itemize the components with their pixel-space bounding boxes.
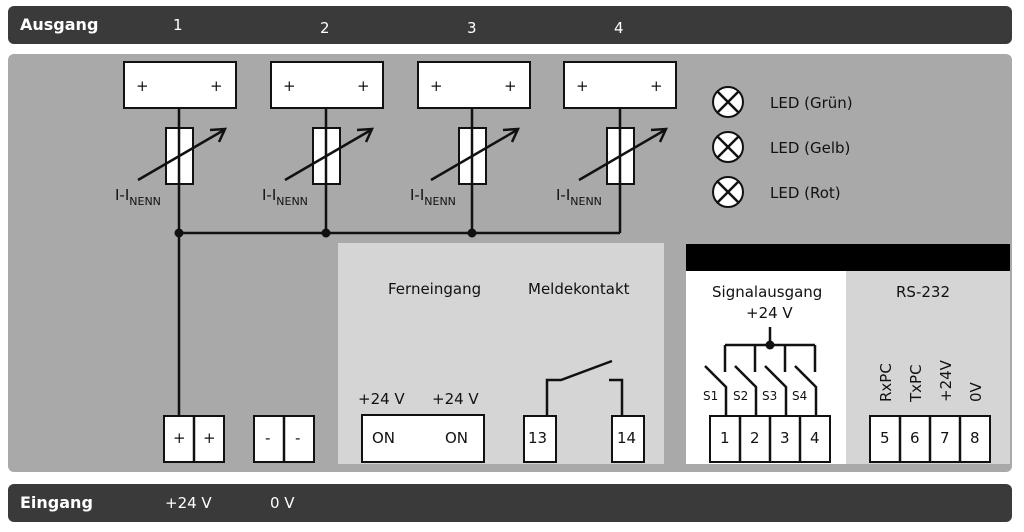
channel-label-2: 2 bbox=[320, 19, 330, 37]
switch-label-s4: S4 bbox=[792, 389, 807, 403]
svg-text:-: - bbox=[295, 429, 300, 447]
adjust-arrow-icon bbox=[578, 128, 666, 182]
svg-text:2: 2 bbox=[750, 429, 760, 447]
current-label: I-INENN bbox=[410, 186, 456, 208]
signal-switches-icon bbox=[704, 327, 818, 416]
svg-text:LED (Grün): LED (Grün) bbox=[770, 94, 853, 112]
switch-label-s3: S3 bbox=[762, 389, 777, 403]
junction-dot bbox=[174, 228, 184, 238]
output-channel-2: + + I-INENN bbox=[262, 61, 384, 233]
remote-on-terminal bbox=[361, 414, 485, 463]
current-label: I-INENN bbox=[262, 186, 308, 208]
svg-text:1: 1 bbox=[720, 429, 730, 447]
svg-text:4: 4 bbox=[810, 429, 820, 447]
svg-text:7: 7 bbox=[940, 429, 950, 447]
output-terminal bbox=[417, 61, 531, 109]
terminal-14 bbox=[611, 415, 645, 463]
adjust-arrow-icon bbox=[430, 128, 518, 182]
channel-label-1: 1 bbox=[173, 16, 183, 34]
output-terminal bbox=[123, 61, 237, 109]
svg-text:3: 3 bbox=[780, 429, 790, 447]
signal-terminals: 1 2 3 4 bbox=[709, 415, 831, 463]
switch-label-s2: S2 bbox=[733, 389, 748, 403]
svg-text:LED (Rot): LED (Rot) bbox=[770, 184, 841, 202]
svg-text:+24V: +24V bbox=[937, 359, 955, 402]
plus-label: + bbox=[650, 77, 663, 95]
current-label: I-INENN bbox=[115, 186, 161, 208]
adjust-arrow-icon bbox=[284, 128, 372, 182]
led-green: LED (Grün) bbox=[712, 86, 853, 118]
led-yellow: LED (Gelb) bbox=[712, 131, 850, 163]
rs232-title: RS-232 bbox=[896, 283, 950, 301]
remote-voltage-1: +24 V bbox=[358, 390, 405, 408]
plus-label: + bbox=[576, 77, 589, 95]
input-minus-terminals: - - bbox=[253, 415, 315, 463]
terminal-13 bbox=[523, 415, 557, 463]
channel-label-3: 3 bbox=[467, 19, 477, 37]
terminal-14-label: 14 bbox=[617, 429, 636, 447]
input-ground-label: 0 V bbox=[270, 494, 295, 512]
input-plus-terminals: + + bbox=[163, 415, 225, 463]
input-voltage-label: +24 V bbox=[165, 494, 212, 512]
svg-text:8: 8 bbox=[970, 429, 980, 447]
svg-text:LED (Gelb): LED (Gelb) bbox=[770, 139, 850, 157]
svg-text:TxPC: TxPC bbox=[907, 364, 925, 403]
output-terminal bbox=[563, 61, 677, 109]
led-red: LED (Rot) bbox=[712, 176, 841, 208]
svg-text:+: + bbox=[173, 429, 186, 447]
black-header-strip bbox=[686, 244, 1010, 271]
output-channel-1: + + I-INENN bbox=[115, 61, 237, 233]
plus-label: + bbox=[504, 77, 517, 95]
output-header-bar bbox=[8, 6, 1012, 44]
on-label-2: ON bbox=[445, 429, 468, 447]
plus-label: + bbox=[210, 77, 223, 95]
on-label-1: ON bbox=[372, 429, 395, 447]
remote-voltage-2: +24 V bbox=[432, 390, 479, 408]
junction-dot bbox=[321, 228, 331, 238]
plus-label: + bbox=[430, 77, 443, 95]
switch-label-s1: S1 bbox=[703, 389, 718, 403]
output-channel-4: + + I-INENN bbox=[556, 61, 677, 233]
plus-label: + bbox=[357, 77, 370, 95]
output-channel-3: + + I-INENN bbox=[410, 61, 531, 233]
junction-dot bbox=[467, 228, 477, 238]
plus-label: + bbox=[136, 77, 149, 95]
signal-voltage: +24 V bbox=[746, 304, 793, 322]
input-footer-bar bbox=[8, 484, 1012, 522]
remote-input-title: Ferneingang bbox=[388, 280, 481, 298]
rs232-pin-labels: RxPC TxPC +24V 0V bbox=[877, 359, 985, 403]
current-label: I-INENN bbox=[556, 186, 602, 208]
svg-text:+: + bbox=[203, 429, 216, 447]
relay-title: Meldekontakt bbox=[528, 280, 630, 298]
svg-text:0V: 0V bbox=[967, 381, 985, 402]
relay-contact-icon bbox=[545, 359, 613, 416]
svg-text:RxPC: RxPC bbox=[877, 363, 895, 402]
input-footer-title: Eingang bbox=[20, 493, 93, 512]
svg-text:6: 6 bbox=[910, 429, 920, 447]
terminal-13-label: 13 bbox=[528, 429, 547, 447]
output-header-title: Ausgang bbox=[20, 15, 98, 34]
adjust-arrow-icon bbox=[137, 128, 225, 182]
plus-label: + bbox=[283, 77, 296, 95]
output-terminal bbox=[270, 61, 384, 109]
svg-text:5: 5 bbox=[880, 429, 890, 447]
rs232-terminals: 5 6 7 8 bbox=[869, 415, 991, 463]
svg-text:-: - bbox=[265, 429, 270, 447]
channel-label-4: 4 bbox=[614, 19, 624, 37]
signal-output-title: Signalausgang bbox=[712, 283, 822, 301]
